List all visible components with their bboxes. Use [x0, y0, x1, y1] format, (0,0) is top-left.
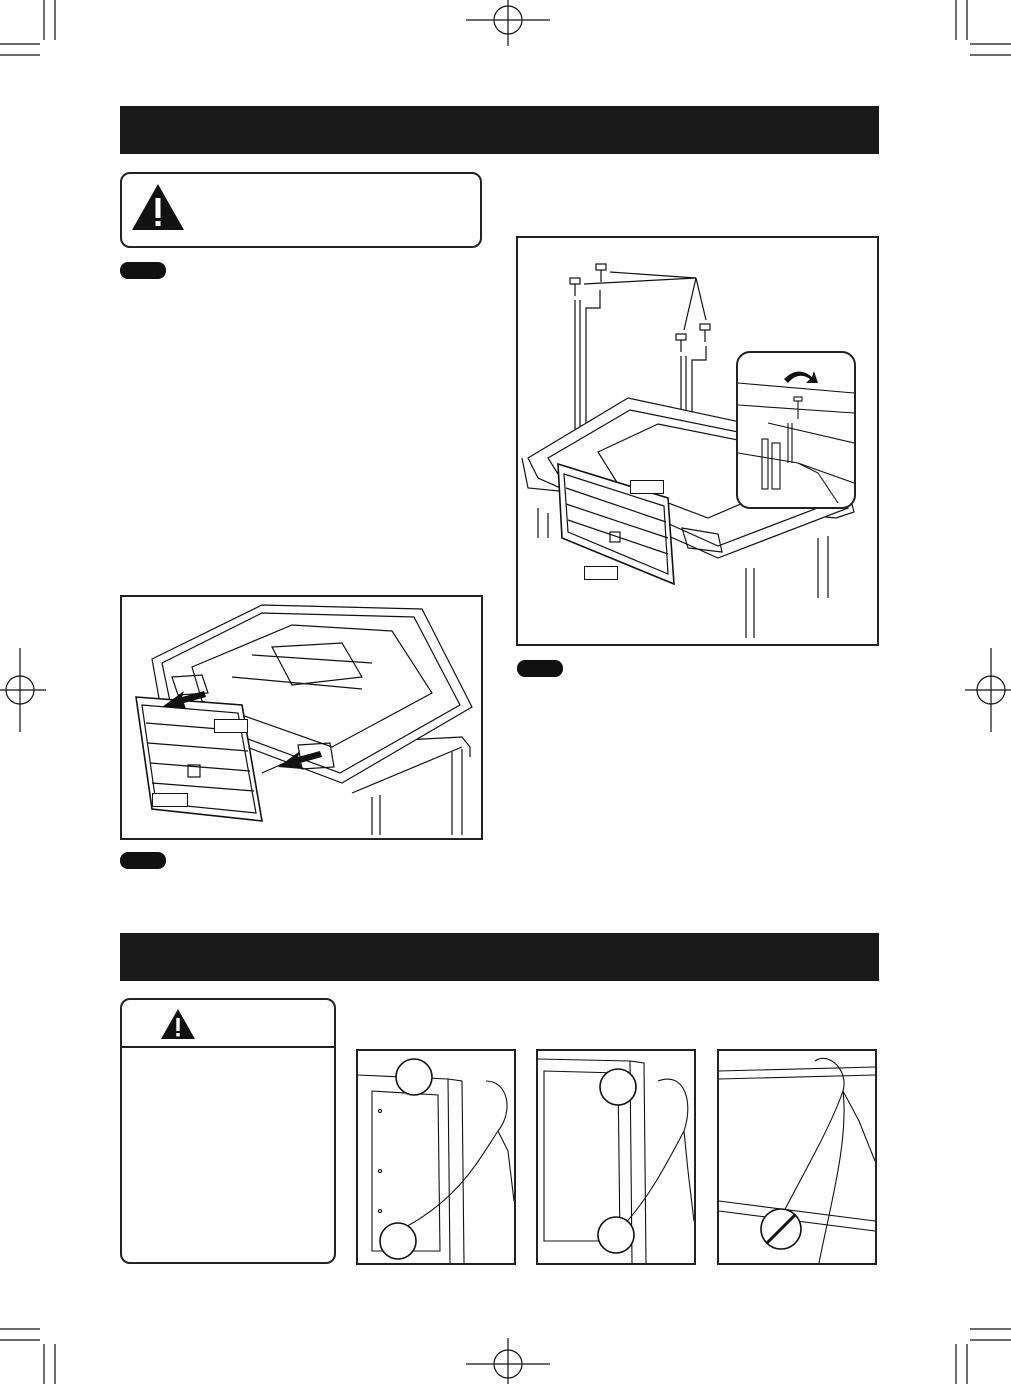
warning-triangle-icon: [161, 1009, 195, 1039]
crosshair-registration-mark-icon: [0, 648, 46, 732]
carry-illustration-2: [536, 1049, 696, 1265]
crosshair-registration-mark-icon: [965, 648, 1011, 732]
warning-triangle-icon: [132, 184, 184, 230]
section-header-bar: [120, 933, 879, 981]
warning-box: [120, 172, 482, 248]
part-label-box: [214, 719, 248, 733]
carry-illustration-3: [717, 1049, 877, 1265]
crosshair-registration-mark-icon: [466, 0, 550, 46]
step-badge: [517, 660, 563, 677]
part-label-box: [584, 566, 618, 580]
screw-fastening-figure: [516, 236, 879, 646]
part-label-box: [630, 480, 664, 494]
stand-attach-figure: [120, 595, 483, 840]
detail-inset: [736, 351, 856, 509]
step-badge: [120, 262, 166, 279]
carry-illustration-1: [356, 1049, 516, 1265]
step-badge: [120, 852, 166, 869]
part-label-box: [152, 793, 188, 807]
section-header-bar: [120, 106, 879, 154]
caution-header-divider: [122, 1046, 334, 1048]
rotate-arrow-icon: [784, 371, 818, 383]
caution-box: [120, 998, 336, 1264]
crosshair-registration-mark-icon: [466, 1338, 550, 1384]
